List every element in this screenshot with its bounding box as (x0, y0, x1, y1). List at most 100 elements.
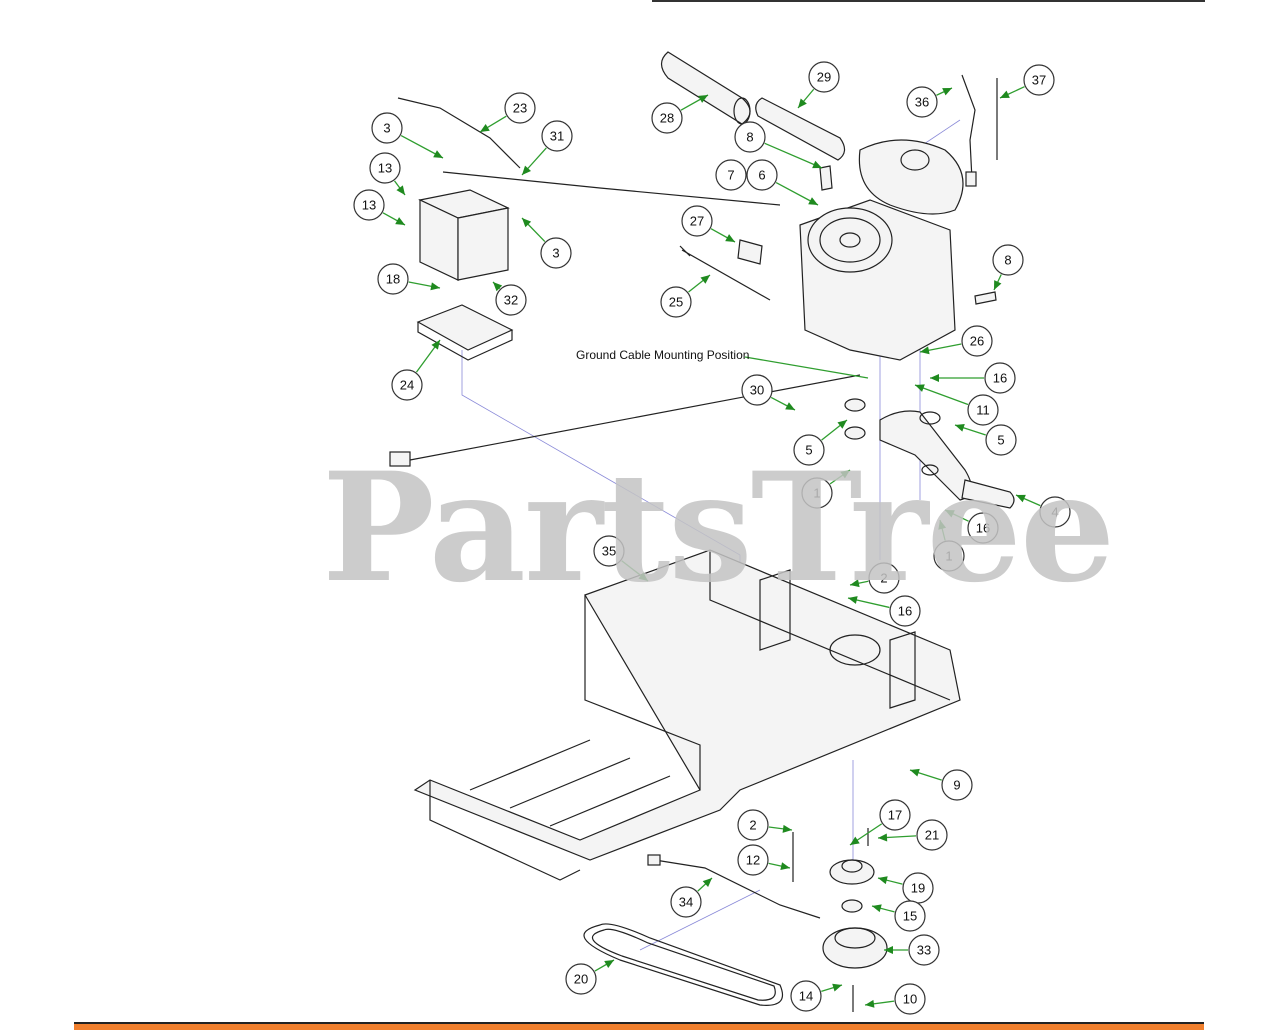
callout-36: 36 (906, 86, 953, 118)
callout-13: 13 (369, 152, 406, 196)
callout-circle (894, 900, 926, 932)
callout-18: 18 (377, 263, 441, 295)
battery-cables-part (397, 97, 781, 206)
callout-circle (741, 374, 773, 406)
callout-circle (353, 189, 385, 221)
callout-8: 8 (992, 244, 1024, 291)
callout-number: 35 (602, 544, 616, 559)
callout-23: 23 (479, 92, 536, 133)
callout-arrowhead (884, 946, 893, 954)
battery-part (418, 189, 510, 281)
callout-circle (984, 362, 1016, 394)
dipstick-part (679, 239, 771, 301)
callout-arrowhead (430, 282, 440, 291)
callout-number: 32 (504, 293, 518, 308)
callout-15: 15 (871, 900, 926, 932)
callout-number: 8 (1004, 253, 1011, 268)
callout-arrowhead (1016, 494, 1026, 503)
callout-number: 10 (903, 992, 917, 1007)
callout-number: 20 (574, 972, 588, 987)
callout-arrowhead (850, 579, 860, 588)
callout-13: 13 (353, 189, 406, 226)
callout-arrowhead (812, 160, 822, 169)
callout-number: 24 (400, 378, 414, 393)
callout-20: 20 (565, 959, 615, 995)
callout-circle (967, 512, 999, 544)
spark-plug-part (819, 165, 997, 305)
callout-circle (961, 325, 993, 357)
callout-arrowhead (938, 520, 947, 530)
callout-29: 29 (797, 61, 840, 109)
callout-arrowhead (915, 384, 925, 392)
callout-arrowhead (878, 833, 888, 842)
callout-arrowhead (493, 282, 503, 292)
callout-leader (914, 384, 969, 406)
callout-circle (565, 963, 597, 995)
callout-3: 3 (371, 112, 444, 159)
footer-bar (74, 1022, 1204, 1030)
callout-number: 16 (898, 604, 912, 619)
callout-1: 1 (933, 519, 965, 572)
callout-35: 35 (593, 535, 649, 582)
callout-circle (660, 286, 692, 318)
callout-circle (371, 112, 403, 144)
callout-8: 8 (734, 121, 823, 169)
callout-leader (764, 142, 823, 169)
callout-2: 2 (737, 809, 793, 841)
callout-arrowhead (702, 878, 712, 888)
callout-number: 29 (817, 70, 831, 85)
callout-arrowhead (396, 185, 405, 195)
battery-tray-part (416, 304, 514, 361)
callout-circle (985, 424, 1017, 456)
ground-label-leader (744, 356, 869, 379)
callout-25: 25 (660, 274, 711, 318)
callout-number: 4 (1051, 505, 1058, 520)
callout-circle (801, 477, 833, 509)
ground-cable-mounting-label: Ground Cable Mounting Position (576, 348, 750, 362)
callout-2: 2 (849, 562, 900, 594)
callout-number: 27 (690, 214, 704, 229)
callout-number: 36 (915, 95, 929, 110)
callout-arrowhead (431, 340, 440, 350)
callout-arrowhead (782, 824, 792, 833)
muffler-part (879, 410, 1015, 509)
callout-arrowhead (930, 374, 939, 382)
callout-arrowhead (942, 88, 952, 96)
engine-part (799, 139, 964, 361)
callout-6: 6 (746, 159, 819, 206)
callout-7: 7 (715, 159, 747, 191)
callout-number: 30 (750, 383, 764, 398)
callout-number: 21 (925, 828, 939, 843)
callout-17: 17 (849, 799, 911, 846)
callout-circle (734, 121, 766, 153)
callout-number: 12 (746, 853, 760, 868)
exhaust-gasket-part (844, 398, 866, 440)
callout-24: 24 (391, 339, 441, 401)
callout-arrowhead (910, 768, 920, 777)
ground-cable-part (389, 374, 861, 467)
callout-number: 26 (970, 334, 984, 349)
callout-arrowhead (848, 596, 858, 604)
callout-arrowhead (700, 275, 710, 284)
callout-arrowhead (395, 217, 405, 225)
callout-number: 25 (669, 295, 683, 310)
callout-circle (369, 152, 401, 184)
callout-number: 23 (513, 101, 527, 116)
callout-circle (495, 284, 527, 316)
callout-circle (737, 844, 769, 876)
callout-circle (504, 92, 536, 124)
callout-16: 16 (930, 362, 1016, 394)
callout-circle (889, 595, 921, 627)
callout-arrowhead (780, 862, 790, 871)
callout-number: 2 (749, 818, 756, 833)
callout-arrowhead (522, 165, 531, 175)
callout-circle (808, 61, 840, 93)
callout-circle (894, 983, 926, 1015)
callout-circle (746, 159, 778, 191)
callout-circle (790, 980, 822, 1012)
callout-number: 34 (679, 895, 693, 910)
callout-30: 30 (741, 374, 796, 411)
callout-10: 10 (864, 983, 926, 1015)
callout-circle (793, 434, 825, 466)
callout-33: 33 (884, 934, 940, 966)
